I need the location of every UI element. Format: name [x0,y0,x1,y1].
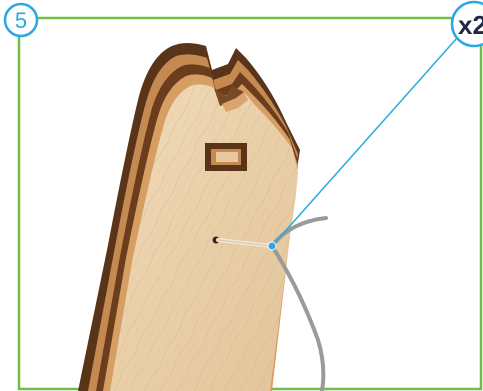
quantity-badge: x2 [452,2,483,46]
step-number: 5 [15,8,27,33]
part-square-slot [205,143,247,171]
quantity-label: x2 [458,10,483,40]
callout-dot [268,242,276,250]
wooden-part [78,43,300,391]
step-number-badge: 5 [5,4,37,36]
callout-line [272,38,457,246]
